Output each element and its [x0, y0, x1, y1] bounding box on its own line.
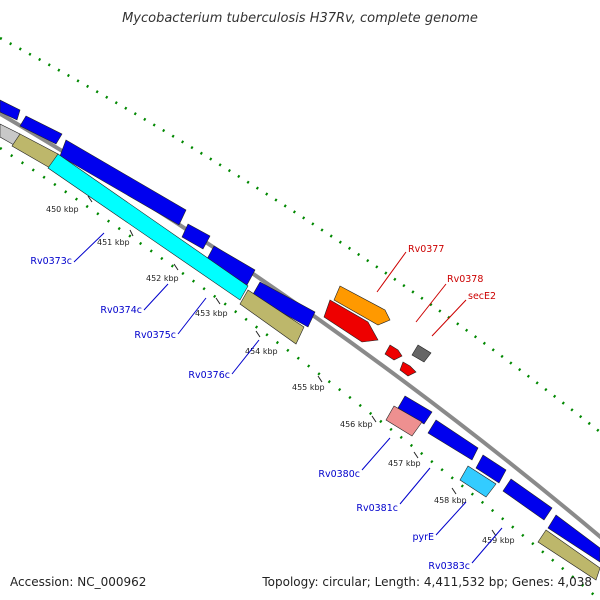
- tick-label: 459 kbp: [482, 536, 515, 545]
- gene-label-rv0376c: Rv0376c: [188, 370, 230, 381]
- tick-label: 452 kbp: [146, 274, 179, 283]
- gene-label-rv0373c: Rv0373c: [30, 256, 72, 267]
- tick-label: 451 kbp: [97, 238, 130, 247]
- gene-arrow-rv0378: [384, 344, 403, 361]
- gene-arrow-rv0377: [333, 285, 391, 326]
- gene-arrow: [323, 299, 379, 343]
- gene-label-rv0381c: Rv0381c: [356, 503, 398, 514]
- gene-label-sece2: secE2: [468, 291, 496, 302]
- gc-content-dots: [0, 36, 600, 600]
- tick-label: 455 kbp: [292, 383, 325, 392]
- topology-text: Topology: circular; Length: 4,411,532 bp…: [261, 575, 592, 589]
- gene-label-rv0374c: Rv0374c: [100, 305, 142, 316]
- gene-arrow: [397, 395, 433, 425]
- gene-label-rv0377: Rv0377: [408, 244, 444, 255]
- label-leaders: [73, 232, 503, 564]
- gene-arrow-rv0376c: [251, 281, 316, 328]
- tick-label: 453 kbp: [195, 309, 228, 318]
- gene-label-rv0375c: Rv0375c: [134, 330, 176, 341]
- gene-arrow-rv0381c: [427, 419, 479, 461]
- gene-arrow: [181, 223, 211, 250]
- gene-label-pyre: pyrE: [412, 532, 434, 543]
- gene-labels: Rv0373c Rv0374c Rv0375c Rv0376c Rv0380c …: [30, 244, 496, 572]
- gene-label-rv0383c: Rv0383c: [428, 561, 470, 572]
- forward-strand-genes: [323, 285, 432, 377]
- tick-label: 458 kbp: [434, 496, 467, 505]
- gene-arrow-rv0374c: [59, 139, 187, 226]
- gene-label-rv0378: Rv0378: [447, 274, 483, 285]
- gene-arrow: [239, 289, 305, 345]
- tick-label: 457 kbp: [388, 459, 421, 468]
- gene-arrow-rv0380c: [385, 405, 423, 437]
- tick-labels: 450 kbp 451 kbp 452 kbp 453 kbp 454 kbp …: [46, 205, 515, 545]
- gene-arrow: [547, 514, 600, 563]
- gene-arrow: [537, 529, 600, 581]
- gene-arrow-pyre: [459, 465, 497, 498]
- tick-label: 454 kbp: [245, 347, 278, 356]
- gene-arrow-sece2: [411, 344, 432, 363]
- gene-arrow: [0, 99, 21, 121]
- gene-arrow: [399, 361, 417, 377]
- gene-arrow-rv0383c: [502, 478, 553, 521]
- reverse-strand-genes: [0, 99, 600, 581]
- tick-label: 450 kbp: [46, 205, 79, 214]
- gene-arrow: [19, 115, 63, 145]
- gene-label-rv0380c: Rv0380c: [318, 469, 360, 480]
- tick-marks: [87, 195, 497, 537]
- gene-arrow-rv0373c: [47, 153, 249, 301]
- map-title: Mycobacterium tuberculosis H37Rv, comple…: [122, 11, 478, 26]
- tick-label: 456 kbp: [340, 420, 373, 429]
- gene-arrow: [475, 454, 507, 484]
- accession-text: Accession: NC_000962: [10, 575, 146, 589]
